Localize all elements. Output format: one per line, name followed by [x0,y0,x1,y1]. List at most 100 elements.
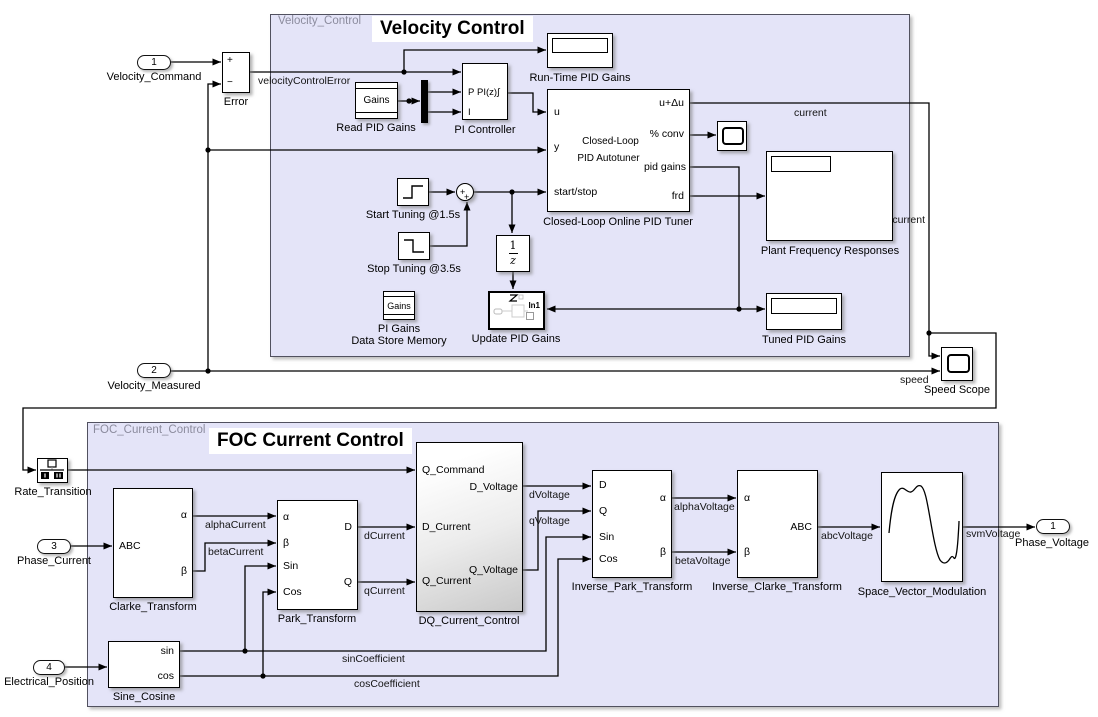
clarke-transform-block[interactable]: ABC α β [113,488,193,598]
error-block-label: Error [223,96,249,108]
inverse-clarke-transform-block[interactable]: α β ABC [737,470,818,578]
tuner-name-line1: Closed-Loop [582,136,639,147]
inport-velocity-measured[interactable]: 2 [137,363,171,378]
read-pid-gains-block[interactable]: Gains [355,82,398,119]
datastore-line-icon [356,112,397,113]
park-transform-block[interactable]: α β Sin Cos D Q [277,500,358,610]
clarke-transform-label: Clarke_Transform [109,601,197,613]
svm-waveform-icon [888,485,960,564]
signal-sin-coefficient: sinCoefficient [342,653,405,665]
error-plus-sign: + [227,55,233,66]
dq-port-q-current: Q_Current [422,575,472,587]
signal-alpha-voltage: alphaVoltage [674,501,735,513]
step-down-icon [404,239,424,253]
read-pid-gains-label: Read PID Gains [336,122,416,134]
inport-phase-current-label: Phase_Current [17,555,91,567]
tuner-port-y: y [554,141,560,153]
display-field-icon [771,298,837,314]
sum-plus-bottom: + [464,192,470,202]
pi-gains-dsm-text: Gains [387,300,411,311]
inport-phase-current[interactable]: 3 [37,539,71,554]
update-in1-port: In1 [528,301,540,310]
tuned-pid-gains-display[interactable] [766,293,842,330]
velocity-region-title[interactable]: Velocity Control [372,16,533,42]
dq-port-q-command: Q_Command [422,464,485,476]
iclarke-port-beta: β [744,546,751,558]
pid-tuner-block[interactable]: u y start/stop u+Δu % conv pid gains frd… [547,89,690,212]
signal-speed: speed [900,374,929,386]
clarke-port-beta: β [180,565,187,577]
speed-scope-block[interactable] [941,347,973,381]
speed-scope-label: Speed Scope [923,384,991,396]
foc-region-title[interactable]: FOC Current Control [209,428,412,454]
tuner-port-pid-gains: pid gains [643,161,686,173]
outport-1-number: 1 [1050,521,1056,532]
inport-2-number: 2 [151,365,157,376]
pi-gains-dsm-label-line1: PI Gains [377,323,421,335]
plant-frequency-responses-label: Plant Frequency Responses [760,245,900,257]
signal-beta-voltage: betaVoltage [675,555,731,567]
pid-tuner-label: Closed-Loop Online PID Tuner [543,216,693,228]
velocity-region-tag: Velocity_Control [278,15,362,27]
stop-tuning-label: Stop Tuning @3.5s [367,263,461,275]
dq-port-d-current: D_Current [422,521,471,533]
sum-plus-left: + [460,187,466,197]
scope-screen-icon [947,354,970,373]
inverse-park-transform-label: Inverse_Park_Transform [571,581,693,593]
update-pid-gains-block[interactable]: In1 [488,291,545,330]
dq-current-control-block[interactable]: Q_Command D_Current Q_Current D_Voltage … [416,442,523,612]
space-vector-modulation-block[interactable] [881,472,963,582]
signal-d-current: dCurrent [364,530,405,542]
tuner-port-start-stop: start/stop [554,186,598,198]
ipark-port-sin: Sin [599,531,615,543]
pi-controller-block[interactable]: P PI(z)∫ I [462,63,508,120]
park-transform-label: Park_Transform [277,613,357,625]
pi-controller-label: PI Controller [454,124,516,136]
inport-1-number: 1 [151,57,157,68]
error-sum-block[interactable]: + − [222,52,250,93]
unit-delay-block[interactable]: 1 z [496,235,530,272]
tuner-name-line2: PID Autotuner [577,153,640,164]
signal-cos-coefficient: cosCoefficient [354,678,420,690]
plant-frequency-responses-block[interactable] [766,151,893,241]
inport-electrical-position-label: Electrical_Position [4,676,94,688]
pi-gains-dsm-block[interactable]: Gains [383,291,415,320]
pi-gains-dsm-label-line2: Data Store Memory [351,335,447,347]
stop-tuning-step-block[interactable] [398,232,430,260]
fraction-bar-icon [508,253,518,254]
tuner-port-u: u [554,106,560,118]
dq-current-control-label: DQ_Current_Control [418,615,520,627]
signal-q-current: qCurrent [364,585,405,597]
conv-scope-block[interactable] [717,121,747,151]
mux-bar[interactable] [421,80,428,123]
inport-velocity-measured-label: Velocity_Measured [107,380,201,392]
inport-electrical-position[interactable]: 4 [33,660,65,675]
iclarke-port-alpha: α [744,492,751,504]
rate-transition-block[interactable] [37,458,68,483]
outport-phase-voltage[interactable]: 1 [1036,519,1070,534]
inverse-clarke-transform-label: Inverse_Clarke_Transform [712,581,842,593]
sine-cosine-block[interactable]: sin cos [108,641,180,688]
inverse-park-transform-block[interactable]: D Q Sin Cos α β [592,470,672,578]
start-tuning-label: Start Tuning @1.5s [365,209,461,221]
inport-4-number: 4 [46,662,52,673]
unit-delay-den: z [510,254,516,267]
park-port-cos: Cos [283,586,302,598]
rate-transition-icon [40,459,64,479]
inport-velocity-command[interactable]: 1 [137,55,171,70]
ipark-port-q: Q [599,505,608,517]
inport-velocity-command-label: Velocity_Command [106,71,202,83]
dq-port-q-voltage: Q_Voltage [468,564,518,576]
error-minus-sign: − [227,77,233,88]
signal-abc-voltage: abcVoltage [821,530,873,542]
sum-block[interactable]: + + [456,183,474,202]
tuned-pid-gains-label: Tuned PID Gains [762,334,846,346]
signal-svm-voltage: svmVoltage [966,528,1021,540]
space-vector-modulation-label: Space_Vector_Modulation [857,586,987,598]
ipark-port-cos: Cos [599,553,618,565]
start-tuning-step-block[interactable] [397,178,429,206]
runtime-pid-gains-display[interactable] [547,33,613,68]
runtime-pid-gains-label: Run-Time PID Gains [529,72,631,84]
